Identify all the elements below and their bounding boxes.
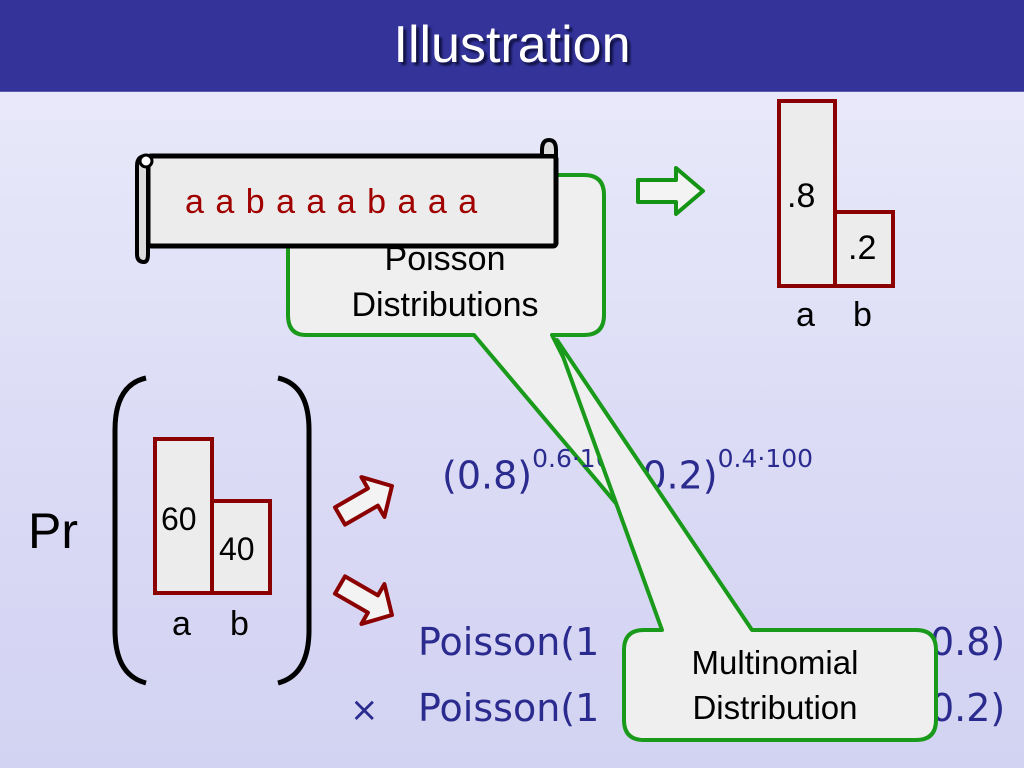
multinomial-callout-line1: Multinomial xyxy=(691,644,859,681)
poisson-line1-left: Poisson(1 xyxy=(418,620,600,664)
green-arrow-icon xyxy=(636,166,705,216)
prob-axis-b: b xyxy=(853,296,872,334)
pr-label: Pr xyxy=(28,503,78,559)
left-paren-icon xyxy=(112,375,147,686)
count-bar-b xyxy=(210,499,272,595)
prob-bar-b-label: .2 xyxy=(848,229,877,267)
count-bar-a-label: 60 xyxy=(161,501,197,537)
prob-bar-a xyxy=(777,99,837,288)
title-bar: Illustration xyxy=(0,0,1024,92)
poisson-line2-left: Poisson(1 xyxy=(418,686,600,730)
sequence-text: a a b a a a b a a a xyxy=(185,183,479,221)
mult-exp2: 0.4·100 xyxy=(717,444,814,473)
count-bar-a xyxy=(153,437,214,595)
poisson-line1-right: 0.8) xyxy=(930,620,1006,664)
slide-title: Illustration xyxy=(393,16,631,74)
right-paren-icon xyxy=(277,375,312,686)
red-arrow-down-icon xyxy=(333,574,394,626)
prob-bar-a-label: .8 xyxy=(787,177,816,215)
poisson-line2-right: 0.2) xyxy=(930,686,1006,730)
count-axis-a: a xyxy=(172,605,191,643)
red-arrow-up-icon xyxy=(333,475,394,527)
count-bar-b-label: 40 xyxy=(219,531,255,567)
count-axis-b: b xyxy=(230,605,249,643)
mult-base1: (0.8) xyxy=(442,453,533,498)
multinomial-callout-shape xyxy=(555,338,938,742)
multinomial-callout-line2: Distribution xyxy=(692,689,858,726)
scroll-banner xyxy=(135,137,559,265)
prob-axis-a: a xyxy=(796,296,815,334)
prob-bar-b xyxy=(833,210,895,288)
times-symbol: × xyxy=(350,690,379,730)
multinomial-callout-label: Multinomial Distribution xyxy=(640,640,910,730)
poisson-callout-line2: Distributions xyxy=(351,286,539,324)
